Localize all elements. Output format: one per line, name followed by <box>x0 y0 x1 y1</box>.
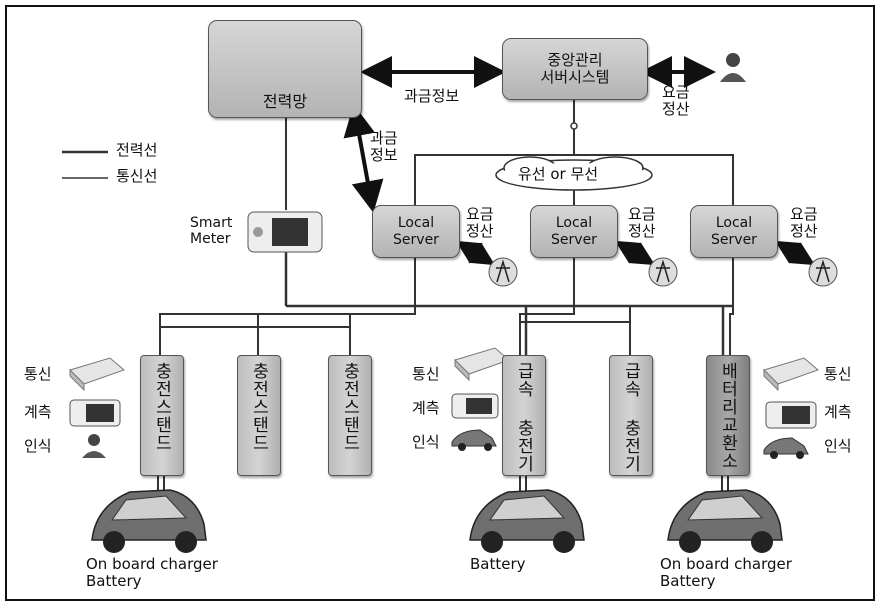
local-server-box-3: Local Server <box>690 205 778 258</box>
fee-settlement-label-1: 요금 정산 <box>466 205 494 241</box>
cloud-shape <box>495 156 653 191</box>
fee-settlement-label-3: 요금 정산 <box>790 205 818 241</box>
power-grid-box: 전력망 <box>208 20 362 118</box>
local-server-label: Local Server <box>393 215 439 248</box>
local-server-box-2: Local Server <box>530 205 618 258</box>
comm-module-icon <box>69 347 819 392</box>
mid-meter-label: 계측 <box>412 399 440 417</box>
charge-stand-2: 충전스탠드 <box>237 355 281 476</box>
electric-car-icon <box>91 489 783 553</box>
charge-stand-label: 충전스탠드 <box>151 362 172 452</box>
right-recog-label: 인식 <box>824 437 852 455</box>
left-comm-label: 통신 <box>24 365 52 383</box>
fast-charger-label: 급속 충전기 <box>620 362 641 473</box>
billing-info-label-v: 과금 정보 <box>370 129 398 165</box>
battery-swap-label: 배터리교환소 <box>717 362 738 470</box>
right-meter-label: 계측 <box>824 403 852 421</box>
central-server-label: 중앙관리 서버시스템 <box>540 50 610 86</box>
mid-recog-label: 인식 <box>412 433 440 451</box>
onboard-charger-label-right: On board charger Battery <box>660 555 792 591</box>
meter-device-icon <box>69 393 817 429</box>
operator-person-icon <box>720 53 746 82</box>
recognition-icon <box>82 429 809 459</box>
battery-label-mid: Battery <box>470 555 526 573</box>
legend-power-label: 전력선 <box>116 141 158 159</box>
wired-wireless-label: 유선 or 무선 <box>518 165 599 183</box>
mid-comm-label: 통신 <box>412 365 440 383</box>
fee-settlement-label-2: 요금 정산 <box>628 205 656 241</box>
smart-meter-label: Smart Meter <box>190 215 233 248</box>
fast-charger-2: 급속 충전기 <box>609 355 653 476</box>
outer-frame <box>5 5 875 601</box>
comm-bus-top <box>414 154 734 205</box>
left-meter-label: 계측 <box>24 403 52 421</box>
smart-meter-icon <box>247 211 323 253</box>
local-server-label: Local Server <box>711 215 757 248</box>
fee-settlement-label-top: 요금 정산 <box>662 83 690 119</box>
settlement-device-icon <box>488 257 838 287</box>
charge-stand-label: 충전스탠드 <box>339 362 360 452</box>
local-server-label: Local Server <box>551 215 597 248</box>
fast-charger-label: 급속 충전기 <box>513 362 534 473</box>
right-comm-label: 통신 <box>824 365 852 383</box>
local-server-box-1: Local Server <box>372 205 460 258</box>
battery-swap-station: 배터리교환소 <box>706 355 750 476</box>
power-grid-label: 전력망 <box>262 91 308 111</box>
legend-comm-label: 통신선 <box>116 167 158 185</box>
billing-info-label-h: 과금정보 <box>404 87 460 105</box>
fast-charger-1: 급속 충전기 <box>502 355 546 476</box>
left-recog-label: 인식 <box>24 437 52 455</box>
charge-stand-label: 충전스탠드 <box>248 362 269 452</box>
onboard-charger-label-left: On board charger Battery <box>86 555 218 591</box>
charge-stand-1: 충전스탠드 <box>140 355 184 476</box>
arrow-grid-local <box>343 104 384 213</box>
charge-stand-3: 충전스탠드 <box>328 355 372 476</box>
central-server-box: 중앙관리 서버시스템 <box>502 38 648 100</box>
